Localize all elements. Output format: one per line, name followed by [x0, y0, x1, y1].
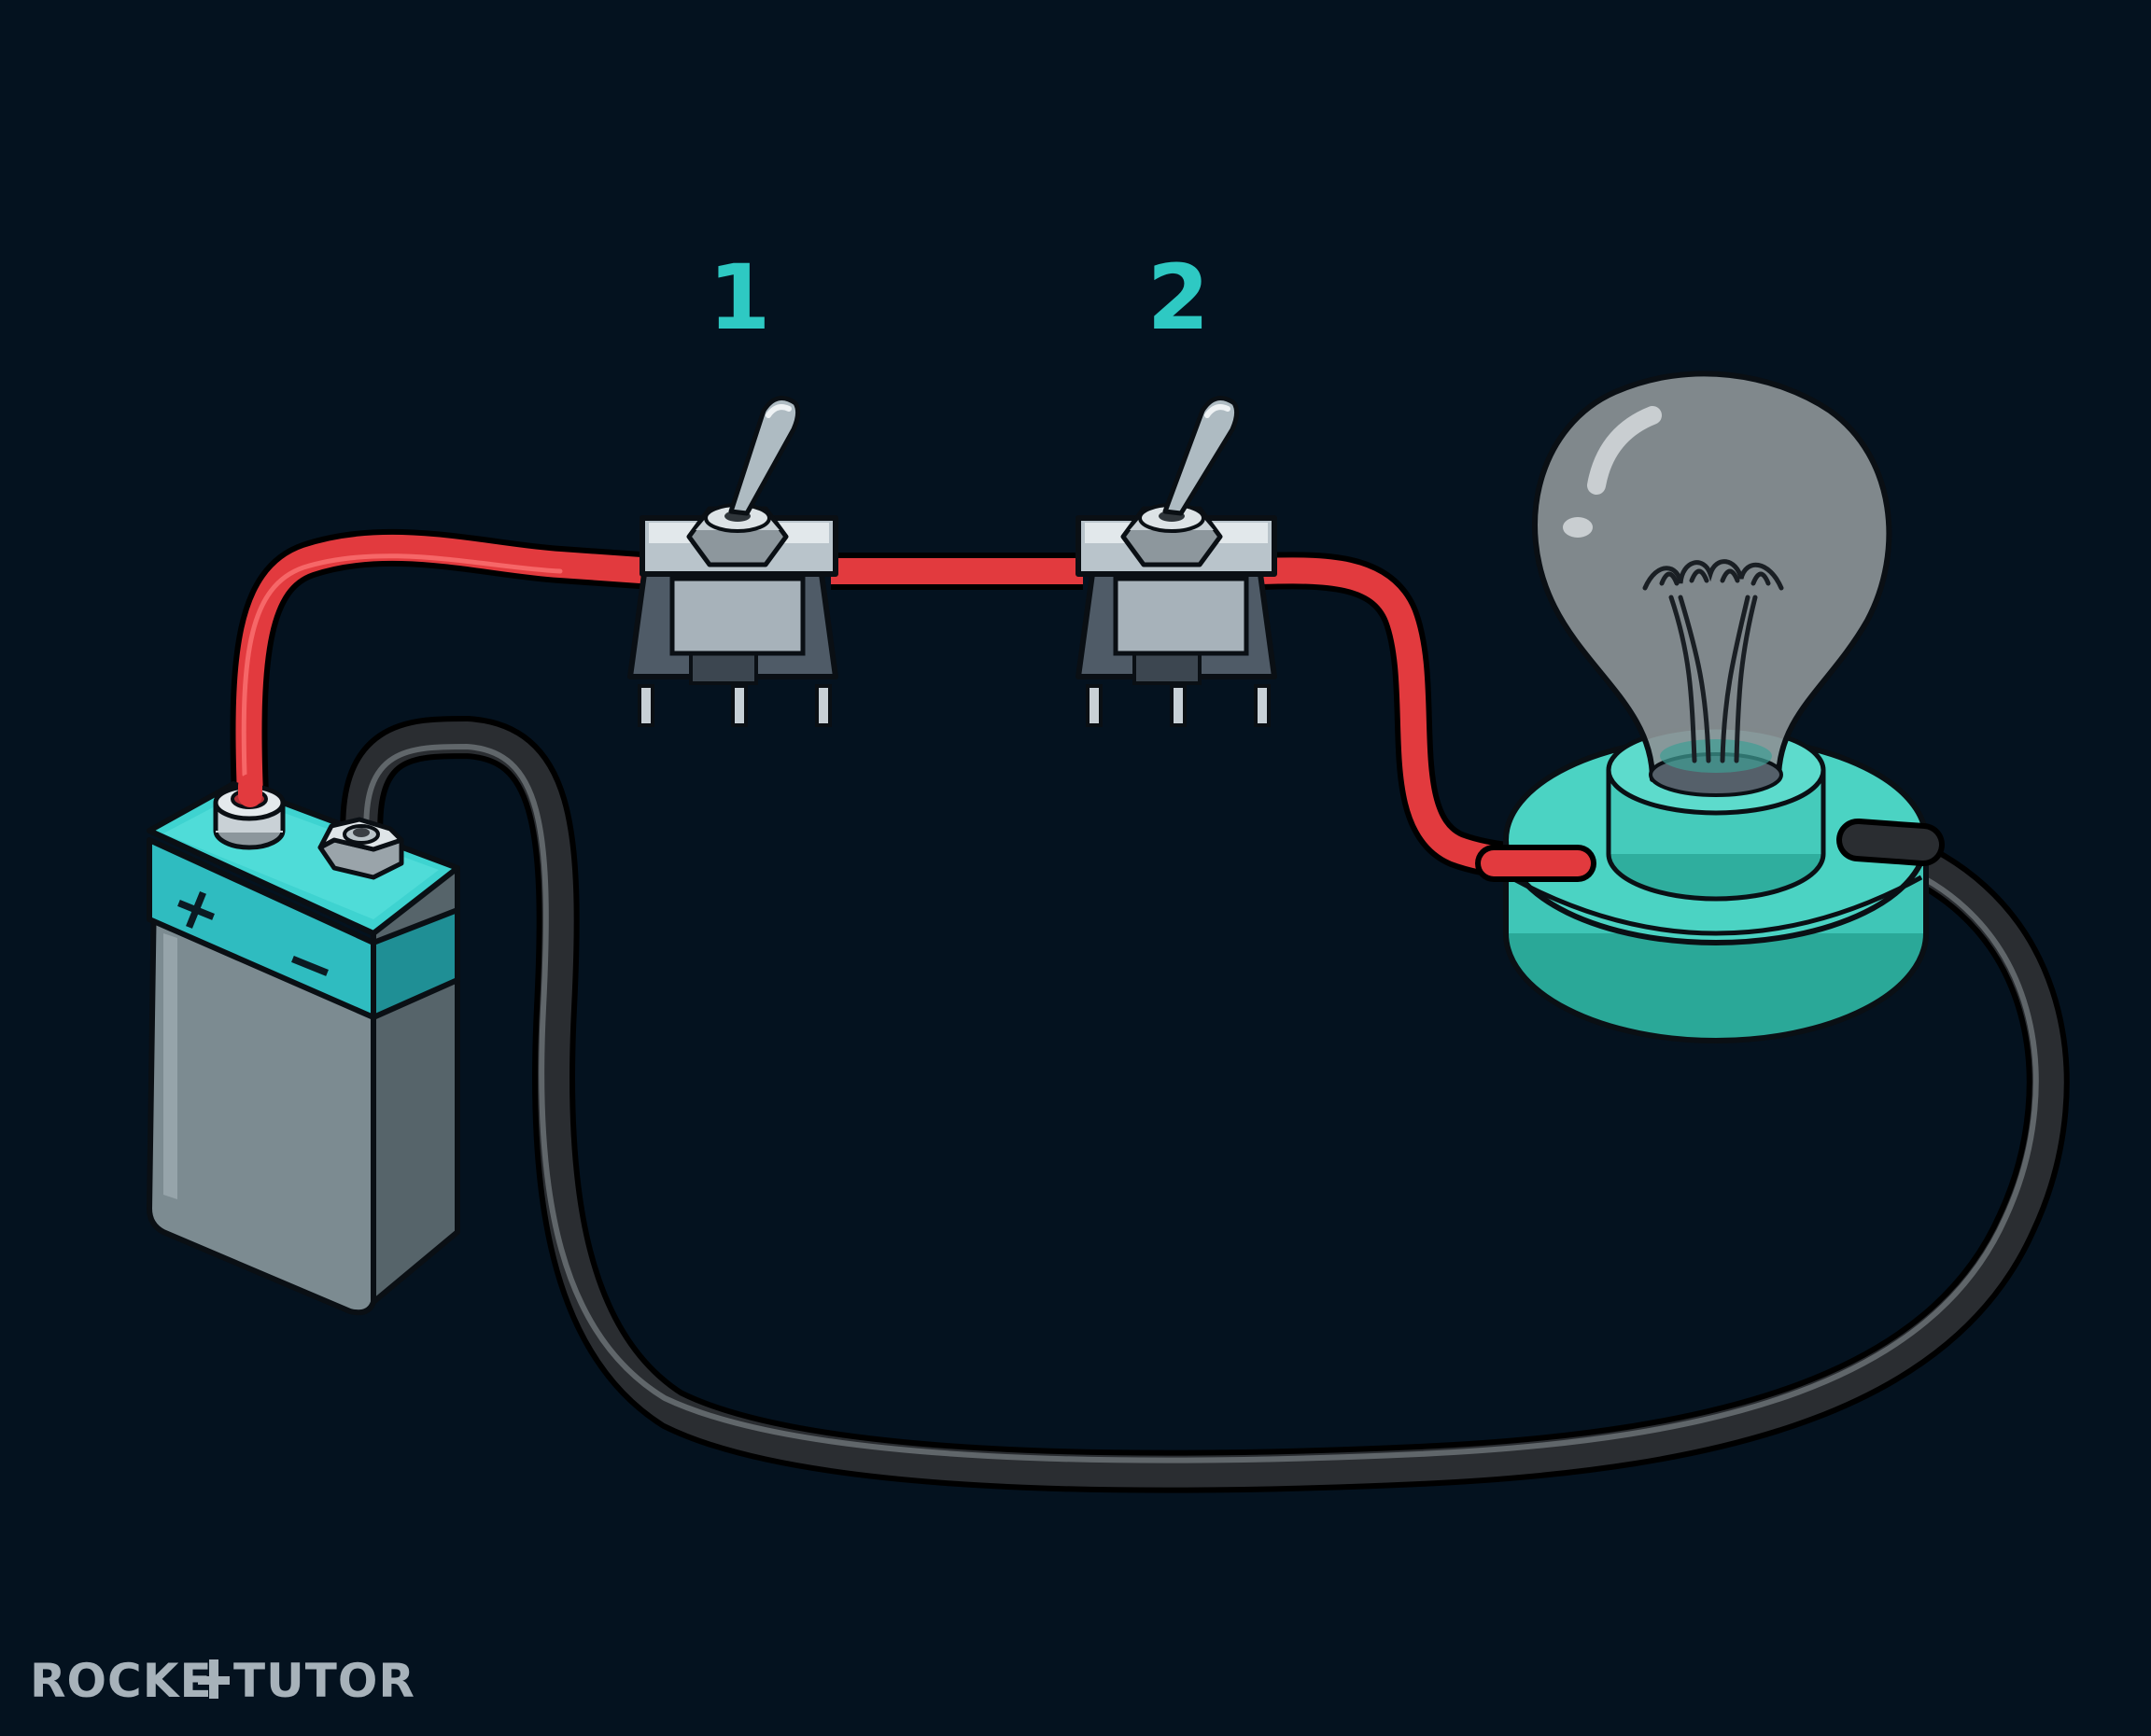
- watermark-plus-mark: [198, 1659, 230, 1699]
- watermark-text-left: ROCKE: [30, 1654, 213, 1708]
- battery: + −: [147, 781, 460, 1316]
- light-bulb-lamp: [1503, 371, 1929, 1043]
- switch-2-label: 2: [1147, 245, 1210, 350]
- bulb-glass: [1532, 371, 1892, 797]
- wires: [230, 528, 2070, 1493]
- bulb-filament: [1642, 559, 1784, 763]
- toggle-switch-2[interactable]: 2: [1076, 245, 1277, 727]
- switch-1-label: 1: [709, 245, 771, 350]
- watermark-text-right: TUTOR: [233, 1654, 415, 1708]
- wire-connectors: [238, 774, 1945, 882]
- black-wire: [340, 715, 2070, 1493]
- battery-negative-terminal: [317, 817, 404, 880]
- rocket-tutor-watermark: ROCKE TUTOR: [30, 1654, 415, 1708]
- toggle-switch-1[interactable]: 1: [627, 245, 838, 727]
- red-wire-1: [230, 528, 672, 814]
